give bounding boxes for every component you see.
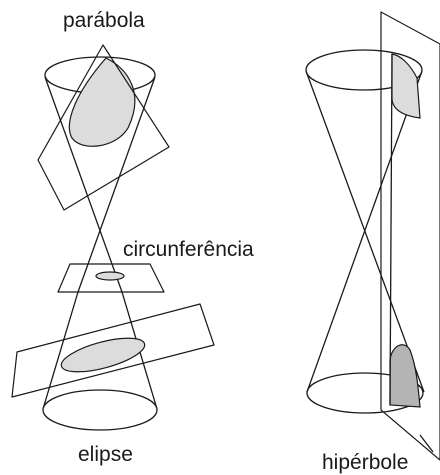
- hyperbola-plane-trace: [389, 53, 393, 406]
- label-hiperbole: hipérbole: [322, 451, 409, 474]
- circle-cutting-plane: [57, 263, 165, 293]
- ellipse-section: [11, 303, 215, 398]
- ellipse-shape: [60, 337, 146, 373]
- hyperbola-section: [380, 11, 440, 461]
- parabola-shape: [68, 57, 136, 147]
- circle-section: [57, 263, 165, 293]
- circle-shape: [95, 271, 125, 281]
- lower-cone-base-ellipse: [42, 389, 158, 431]
- cone-generatrix-left-1: [44, 76, 123, 293]
- right-double-cone: [305, 49, 425, 414]
- hyperbola-label-leader: [419, 434, 434, 453]
- right-upper-base-ellipse: [305, 49, 423, 91]
- hyperbola-upper-branch: [391, 53, 421, 119]
- cone-generatrix-right-1: [77, 76, 156, 293]
- hyperbola-lower-branch: [389, 344, 421, 408]
- right-lower-base-ellipse: [306, 372, 424, 414]
- parabola-section: [37, 44, 170, 211]
- cone-generatrix-left-2: [42, 291, 79, 410]
- label-parabola: parábola: [63, 9, 145, 32]
- parabola-cutting-plane: [37, 44, 170, 211]
- label-elipse: elipse: [78, 443, 133, 466]
- label-circunferencia: circunferência: [123, 238, 254, 261]
- right-generatrix-2: [306, 70, 423, 393]
- ellipse-cutting-plane: [11, 303, 215, 398]
- hyperbola-cutting-plane: [380, 11, 440, 461]
